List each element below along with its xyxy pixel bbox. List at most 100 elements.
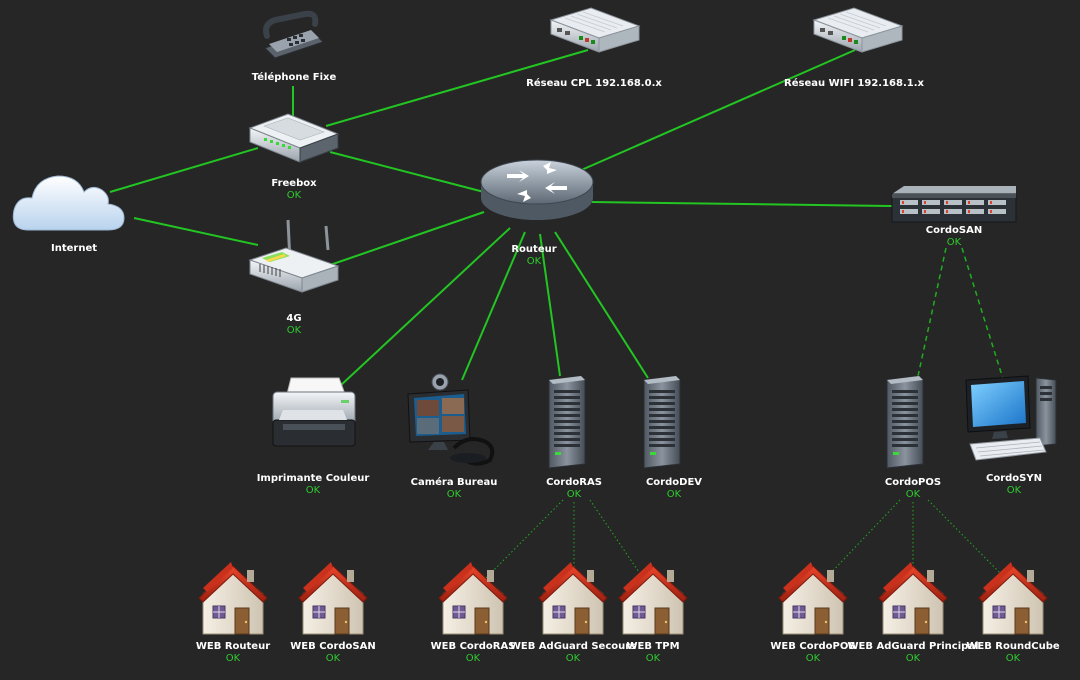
node-status: OK xyxy=(806,653,821,664)
node-status: OK xyxy=(287,325,302,336)
link-routeur-cordoras xyxy=(539,233,561,377)
node-freebox[interactable]: Freebox OK xyxy=(248,113,340,201)
house-icon xyxy=(618,561,688,635)
node-label: WEB AdGuard Principal xyxy=(847,641,978,652)
link-cordoras-web-cordoras xyxy=(485,499,564,579)
node-cordosan[interactable]: CordoSAN OK xyxy=(891,186,1017,248)
webcam-icon xyxy=(407,373,495,466)
node-telephone[interactable]: Téléphone Fixe xyxy=(252,10,337,83)
link-cordopos-web-roundcube xyxy=(927,499,1006,579)
node-imprimante[interactable]: Imprimante Couleur OK xyxy=(257,377,370,496)
house-icon xyxy=(778,561,848,635)
node-label: Caméra Bureau xyxy=(411,476,498,488)
node-label: Freebox xyxy=(271,178,317,189)
node-label: CordoDEV xyxy=(646,477,702,488)
node-status: OK xyxy=(326,653,341,664)
tower-server-icon xyxy=(548,375,586,469)
node-cordopos[interactable]: CordoPOS OK xyxy=(885,375,941,500)
network-switch-icon xyxy=(813,7,903,53)
link-cordosan-cordosyn xyxy=(961,247,1005,383)
link-routeur-cordosan xyxy=(591,201,893,207)
link-internet-freebox xyxy=(109,147,259,193)
router-icon xyxy=(480,159,594,220)
node-web-cordosan[interactable]: WEB CordoSAN OK xyxy=(290,561,376,664)
node-label: Réseau CPL 192.168.0.x xyxy=(526,77,662,89)
node-status: OK xyxy=(1007,485,1022,496)
node-web-routeur[interactable]: WEB Routeur OK xyxy=(196,561,270,664)
link-routeur-wifi xyxy=(569,49,856,176)
link-cordosan-cordopos xyxy=(917,247,947,377)
node-web-adguard-secours[interactable]: WEB AdGuard Secours OK xyxy=(510,561,636,664)
house-icon xyxy=(978,561,1048,635)
node-status: OK xyxy=(306,485,321,496)
link-internet-4g xyxy=(133,217,259,246)
node-label: WEB TPM xyxy=(626,641,679,652)
node-status: OK xyxy=(447,489,462,500)
node-web-cordoras[interactable]: WEB CordoRAS OK xyxy=(431,561,516,664)
node-label: WEB CordoRAS xyxy=(431,641,516,652)
node-label: Téléphone Fixe xyxy=(252,71,337,83)
node-label: WEB AdGuard Secours xyxy=(510,641,636,652)
node-label: WEB RoundCube xyxy=(966,641,1060,652)
node-label: Routeur xyxy=(511,244,556,255)
node-label: CordoPOS xyxy=(885,477,941,488)
node-label: WEB CordoPOS xyxy=(770,641,855,652)
wireless-router-icon xyxy=(248,219,340,293)
node-status: OK xyxy=(226,653,241,664)
node-label: CordoRAS xyxy=(546,477,602,488)
tower-server-icon xyxy=(643,375,681,469)
node-label: WEB Routeur xyxy=(196,641,270,652)
node-status: OK xyxy=(906,489,921,500)
node-4g[interactable]: 4G OK xyxy=(248,219,340,336)
node-web-cordopos[interactable]: WEB CordoPOS OK xyxy=(770,561,856,664)
link-routeur-imprimante xyxy=(339,227,511,387)
rack-server-icon xyxy=(891,186,1017,223)
house-icon xyxy=(298,561,368,635)
house-icon xyxy=(538,561,608,635)
node-status: OK xyxy=(527,256,542,267)
node-label: Internet xyxy=(51,243,97,254)
link-freebox-routeur xyxy=(329,151,485,193)
node-web-adguard-principal[interactable]: WEB AdGuard Principal OK xyxy=(847,561,979,664)
tower-server-icon xyxy=(886,375,924,469)
cloud-icon xyxy=(12,175,125,231)
node-web-tpm[interactable]: WEB TPM OK xyxy=(618,561,688,664)
node-status: OK xyxy=(906,653,921,664)
node-label: WEB CordoSAN xyxy=(290,641,375,652)
node-cordosyn[interactable]: CordoSYN OK xyxy=(965,375,1057,496)
link-routeur-camera xyxy=(461,231,526,381)
network-switch-icon xyxy=(550,7,640,53)
phone-icon xyxy=(263,10,324,59)
desktop-computer-icon xyxy=(965,375,1057,461)
node-status: OK xyxy=(667,489,682,500)
node-label: CordoSYN xyxy=(986,473,1042,484)
links xyxy=(109,49,1006,579)
node-status: OK xyxy=(466,653,481,664)
node-label: Imprimante Couleur xyxy=(257,473,370,484)
node-internet[interactable]: Internet xyxy=(12,175,125,254)
node-status: OK xyxy=(947,237,962,248)
node-label: CordoSAN xyxy=(926,225,982,236)
link-cordopos-web-cordopos xyxy=(825,499,901,579)
link-routeur-cordodev xyxy=(554,231,649,379)
link-4g-routeur xyxy=(329,211,485,266)
node-routeur[interactable]: Routeur OK xyxy=(480,159,594,267)
house-icon xyxy=(878,561,948,635)
node-cpl[interactable]: Réseau CPL 192.168.0.x xyxy=(526,7,662,89)
house-icon xyxy=(198,561,268,635)
node-status: OK xyxy=(1006,653,1021,664)
node-cordodev[interactable]: CordoDEV OK xyxy=(643,375,702,500)
node-camera[interactable]: Caméra Bureau OK xyxy=(407,373,498,500)
link-cordoras-web-tpm xyxy=(589,499,644,579)
printer-icon xyxy=(272,377,356,447)
node-status: OK xyxy=(567,489,582,500)
node-status: OK xyxy=(287,190,302,201)
node-label: 4G xyxy=(286,313,301,324)
node-web-roundcube[interactable]: WEB RoundCube OK xyxy=(966,561,1060,664)
node-wifi[interactable]: Réseau WIFI 192.168.1.x xyxy=(784,7,924,89)
link-freebox-cpl xyxy=(325,49,589,127)
node-cordoras[interactable]: CordoRAS OK xyxy=(546,375,602,500)
house-icon xyxy=(438,561,508,635)
modem-icon xyxy=(248,113,340,163)
